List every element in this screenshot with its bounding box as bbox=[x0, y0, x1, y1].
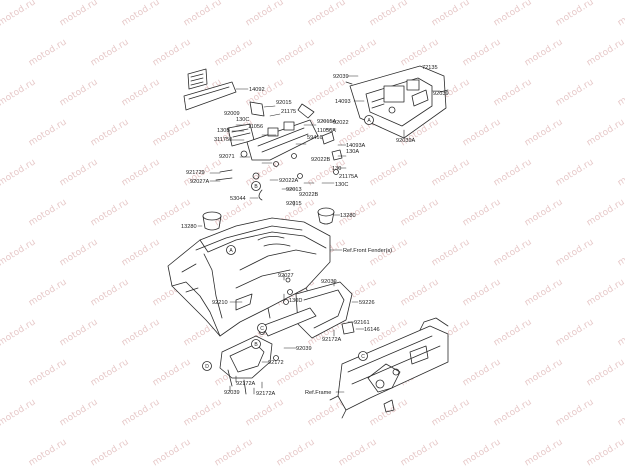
label-92039-bottom-left: 92039 bbox=[224, 390, 240, 396]
label-11056a: 11056A bbox=[317, 128, 336, 134]
label-921729: 921729 bbox=[186, 170, 205, 176]
label-ref-frame: Ref.Frame bbox=[305, 390, 331, 396]
callout-a-top: A bbox=[367, 118, 371, 124]
label-92172: 92172 bbox=[268, 360, 284, 366]
label-92071: 92071 bbox=[219, 154, 235, 160]
callout-b-lower: B bbox=[254, 342, 258, 348]
label-59416: 59416 bbox=[307, 135, 323, 141]
connector-parts bbox=[297, 131, 343, 179]
label-130d: 130D bbox=[289, 298, 302, 304]
label-92022: 92022 bbox=[333, 120, 349, 126]
dashboard-body bbox=[167, 217, 331, 337]
label-92039a: 92039A bbox=[396, 138, 416, 144]
switch-bracket-assembly bbox=[215, 101, 319, 201]
leader-lines bbox=[197, 75, 441, 395]
label-130b: 130B bbox=[217, 128, 230, 134]
label-92172a-lower: 92172A bbox=[236, 381, 256, 387]
label-130a: 130A bbox=[346, 149, 359, 155]
label-311750: 311750 bbox=[214, 137, 232, 143]
label-53044: 53044 bbox=[230, 196, 246, 202]
label-130c-lower: 130C bbox=[335, 182, 348, 188]
label-13280-left: 13280 bbox=[181, 224, 197, 230]
label-ref-front-fender: Ref.Front Fender(s) bbox=[343, 248, 392, 254]
label-11056: 11056 bbox=[248, 124, 263, 130]
label-92027a: 92027A bbox=[190, 179, 210, 185]
label-130c-upper: 130C bbox=[236, 117, 249, 123]
label-59226: 59226 bbox=[359, 300, 375, 306]
label-92039-mid: 92039 bbox=[321, 279, 337, 285]
cup-holder-right bbox=[317, 207, 335, 225]
label-21175: 21175 bbox=[281, 109, 296, 115]
label-72135: 72135 bbox=[422, 65, 438, 71]
label-92015: 92015 bbox=[276, 100, 292, 106]
cup-holder-left bbox=[202, 211, 222, 231]
lower-dash-panel bbox=[261, 277, 355, 339]
label-14092: 14092 bbox=[249, 87, 265, 93]
trim-panel-part bbox=[183, 68, 237, 111]
callout-a-dash: A bbox=[229, 248, 233, 254]
callout-b-mid: B bbox=[254, 184, 258, 190]
label-92172a-right: 92172A bbox=[322, 337, 342, 343]
label-92022b-upper: 92022B bbox=[311, 157, 331, 163]
label-92009: 92009 bbox=[224, 111, 240, 117]
callout-c-frame: C bbox=[361, 354, 365, 360]
label-14093a: 14093A bbox=[346, 143, 366, 149]
callout-d-left: D bbox=[205, 364, 209, 370]
label-21175a: 21175A bbox=[339, 174, 358, 180]
callout-markers bbox=[202, 115, 374, 371]
label-130: 130 bbox=[332, 166, 341, 172]
label-92015-lower: 92015 bbox=[286, 201, 302, 207]
label-92013: 92013 bbox=[286, 187, 302, 193]
label-92039-top: 92039 bbox=[333, 74, 349, 80]
label-92022a: 92022A bbox=[279, 178, 299, 184]
label-92022b-lower: 92022B bbox=[299, 192, 319, 198]
label-14093: 14093 bbox=[335, 99, 351, 105]
label-92172a-bottom: 92172A bbox=[256, 391, 276, 397]
label-92210: 92210 bbox=[212, 300, 228, 306]
label-92161: 92161 bbox=[354, 320, 370, 326]
label-92039-right: 92039 bbox=[433, 91, 449, 97]
frame-reference-part bbox=[329, 317, 449, 419]
label-16146: 16146 bbox=[364, 327, 380, 333]
label-13280-right: 13280 bbox=[340, 213, 356, 219]
instrument-panel-part bbox=[345, 65, 449, 139]
label-92039-lower: 92039 bbox=[296, 346, 312, 352]
label-92015a: 92015A bbox=[317, 119, 337, 125]
label-92027: 92027 bbox=[278, 273, 294, 279]
callout-c-dash: C bbox=[260, 326, 264, 332]
